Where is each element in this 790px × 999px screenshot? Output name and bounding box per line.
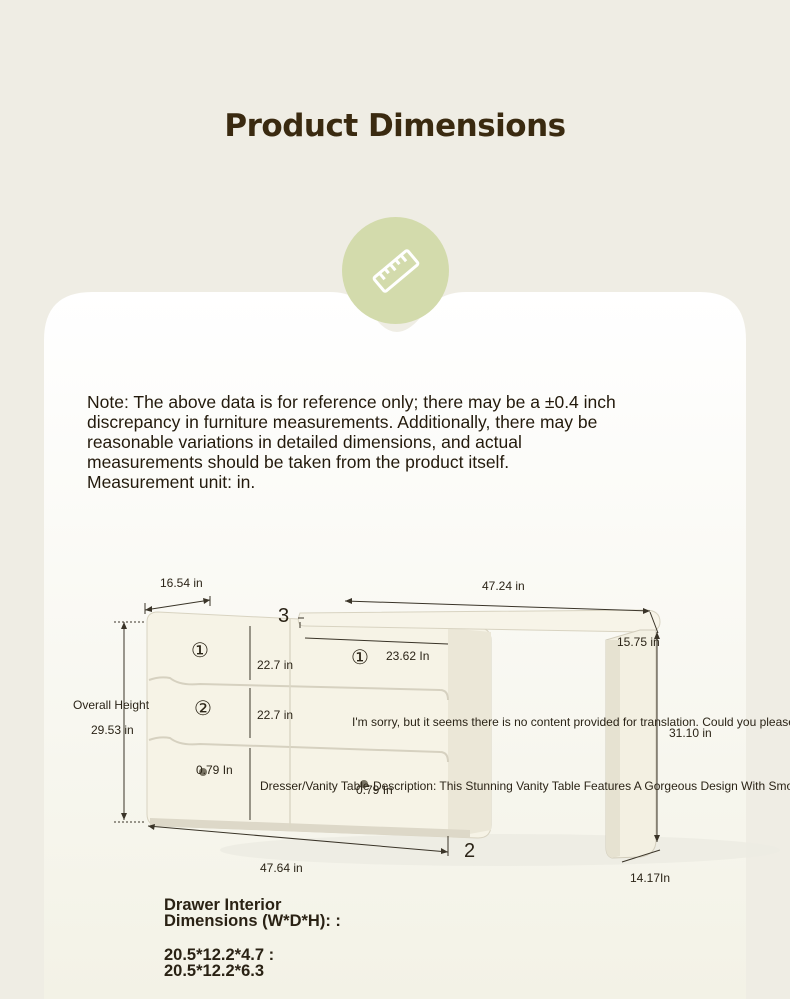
dim-drawer-height-1: 22.7 in: [257, 658, 294, 672]
floor-shadow: [220, 834, 780, 866]
dim-line-width-top: [344, 600, 651, 612]
drawer-number-1: ①: [191, 640, 209, 662]
overflow-message-1: I'm sorry, but it seems there is no cont…: [352, 715, 790, 729]
dim-bottom-width: 47.64 in: [260, 861, 303, 875]
dim-line-depth: [144, 599, 211, 611]
reference-note: Note: The above data is for reference on…: [87, 392, 616, 492]
dim-drawer-width: 23.62 In: [386, 649, 430, 663]
dim-drawer-height-2: 22.7 in: [257, 708, 294, 722]
drawer-line-2: [148, 736, 449, 763]
overall-height-label: Overall Height: [73, 698, 150, 712]
drawer-interior-values: 20.5*12.2*4.7 : 20.5*12.2*6.3: [164, 946, 275, 980]
dim-line-bottom: [147, 825, 449, 853]
dim-desk-height: 31.10 in: [669, 726, 712, 740]
handle-icon: [360, 780, 368, 788]
dresser-plinth: [150, 818, 470, 838]
drawer-number-1b: ①: [351, 647, 369, 669]
drawer-interior-label: Drawer Interior Dimensions (W*D*H): :: [164, 896, 341, 930]
ruler-icon: [372, 249, 420, 293]
marker-2: 2: [464, 840, 476, 862]
handle-icon: [199, 768, 207, 776]
product-description: Dresser/Vanity Table Description: This S…: [260, 779, 790, 793]
dim-line-desk-depth: [649, 611, 659, 634]
dim-leg-depth: 14.17In: [630, 871, 671, 885]
ruler-badge: [342, 217, 449, 324]
dim-desk-depth: 15.75 in: [617, 635, 660, 649]
dresser-side: [448, 628, 491, 838]
dim-line-leg: [621, 849, 661, 863]
desk-leg-shade: [606, 640, 620, 858]
dim-depth-top: 16.54 in: [160, 576, 203, 590]
page-title: Product Dimensions: [224, 108, 566, 144]
dim-overall-height: 29.53 in: [91, 723, 134, 737]
dim-width-top: 47.24 in: [482, 579, 525, 593]
dim-gap-1: 0.79 In: [196, 763, 233, 777]
marker-3: 3: [278, 605, 290, 627]
dim-gap-2: 0.79 In: [356, 783, 393, 797]
drawer-line-1: [148, 676, 449, 701]
dim-line-drawer: [304, 637, 449, 645]
drawer-number-2: ②: [194, 698, 212, 720]
